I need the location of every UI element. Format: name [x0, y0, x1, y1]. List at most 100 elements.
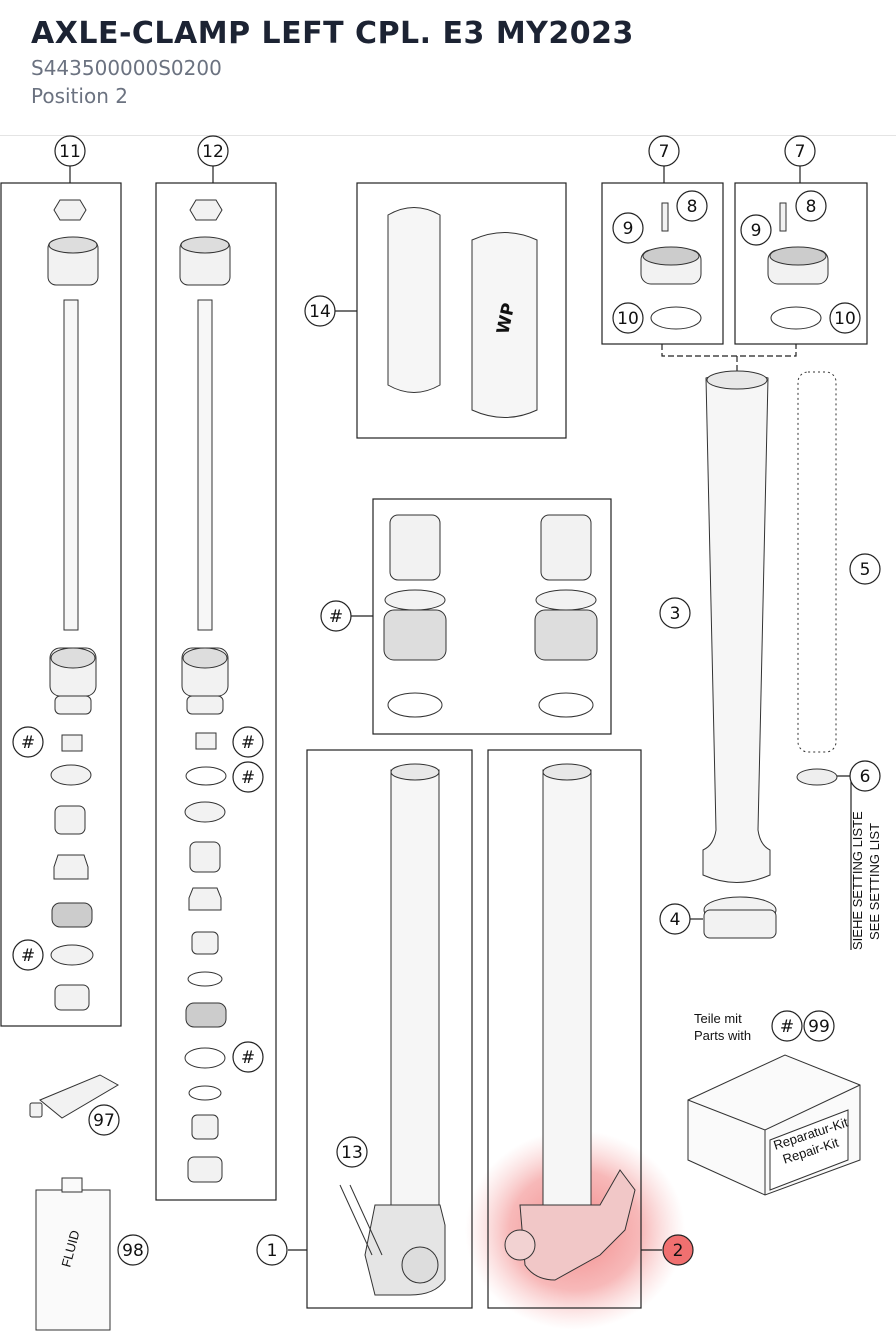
- callout-circle: [256, 1234, 288, 1266]
- callout-label: 14: [309, 302, 331, 322]
- callout-c10a[interactable]: 10: [612, 302, 644, 334]
- setting-note-en: SEE SETTING LIST: [867, 823, 882, 940]
- callout-c6[interactable]: 6: [849, 760, 881, 792]
- callout-c5[interactable]: 5: [849, 553, 881, 585]
- callout-label: 12: [202, 142, 224, 162]
- frame-cartridge-12: [155, 182, 277, 1201]
- page-title: AXLE-CLAMP LEFT CPL. E3 MY2023: [31, 16, 634, 51]
- callout-c98[interactable]: 98: [117, 1234, 149, 1266]
- callout-circle: [197, 135, 229, 167]
- axle-clamp-1: [364, 763, 446, 1296]
- callout-circle: [795, 190, 827, 222]
- callout-c1[interactable]: 1: [256, 1234, 288, 1266]
- callout-label: 3: [670, 604, 681, 624]
- callout-circle: [232, 1041, 264, 1073]
- callout-c4[interactable]: 4: [659, 903, 691, 935]
- callout-label: #: [21, 733, 35, 753]
- callout-label: #: [329, 607, 343, 627]
- kit-note-de: Teile mit: [694, 1011, 742, 1026]
- setting-note-de: SIEHE SETTING LISTE: [850, 811, 865, 950]
- callout-c8b[interactable]: 8: [795, 190, 827, 222]
- position-label: Position 2: [31, 84, 128, 108]
- callout-h7[interactable]: #: [771, 1010, 803, 1042]
- callout-circle: [88, 1104, 120, 1136]
- callout-circle: [829, 302, 861, 334]
- callout-h3[interactable]: #: [232, 761, 264, 793]
- callout-circle: [784, 135, 816, 167]
- callout-label: 1: [267, 1241, 278, 1261]
- bushings-parts: [383, 514, 598, 718]
- callout-circle: [676, 190, 708, 222]
- callout-circle: [117, 1234, 149, 1266]
- callout-label: 9: [751, 221, 762, 241]
- callout-circle: [336, 1136, 368, 1168]
- frame-cap-7-right: [734, 182, 868, 345]
- callout-c14[interactable]: 14: [304, 295, 336, 327]
- cap-connector: [661, 344, 797, 357]
- callout-circle: [54, 135, 86, 167]
- callout-circle: [232, 726, 264, 758]
- callout-circle: [12, 726, 44, 758]
- callout-circle: [803, 1010, 835, 1042]
- callout-c12[interactable]: 12: [197, 135, 229, 167]
- callout-label: 8: [806, 197, 817, 217]
- callout-circle: [648, 135, 680, 167]
- callout-label: 10: [834, 309, 856, 329]
- callout-circle: [12, 939, 44, 971]
- callout-circle: [232, 761, 264, 793]
- callout-circle: [849, 760, 881, 792]
- callout-label: 9: [623, 219, 634, 239]
- repair-kit-box: [687, 1054, 861, 1196]
- callout-label: #: [241, 733, 255, 753]
- callout-circle: [659, 903, 691, 935]
- callout-label: 5: [860, 560, 871, 580]
- callout-c9a[interactable]: 9: [612, 212, 644, 244]
- callout-c10b[interactable]: 10: [829, 302, 861, 334]
- callout-circle: [304, 295, 336, 327]
- callout-label: #: [21, 946, 35, 966]
- callout-c99[interactable]: 99: [803, 1010, 835, 1042]
- callout-label: 8: [687, 197, 698, 217]
- callout-c7b[interactable]: 7: [784, 135, 816, 167]
- grease-tube-97: [29, 1074, 120, 1119]
- fork-caps-7: [640, 202, 829, 330]
- kit-note-en: Parts with: [694, 1028, 751, 1043]
- callout-h6[interactable]: #: [320, 600, 352, 632]
- callout-circle: [740, 214, 772, 246]
- outer-tube-3: [702, 370, 771, 883]
- callout-h2[interactable]: #: [232, 726, 264, 758]
- callout-c97[interactable]: 97: [88, 1104, 120, 1136]
- callout-h4[interactable]: #: [12, 939, 44, 971]
- frame-axle-1: [306, 749, 473, 1309]
- callout-circle: [612, 212, 644, 244]
- callout-label: 97: [93, 1111, 115, 1131]
- callout-c13[interactable]: 13: [336, 1136, 368, 1168]
- bolts-13: [339, 1184, 383, 1256]
- callout-label: #: [241, 1048, 255, 1068]
- callout-label: #: [780, 1017, 794, 1037]
- frame-axle-2: [487, 749, 642, 1309]
- callout-c9b[interactable]: 9: [740, 214, 772, 246]
- cartridge-12-parts: [179, 199, 231, 1183]
- part-4-ring: [703, 896, 777, 939]
- callout-c8a[interactable]: 8: [676, 190, 708, 222]
- callout-label: 4: [670, 910, 681, 930]
- callout-label: 7: [795, 142, 806, 162]
- axle-clamp-2: [504, 763, 636, 1281]
- page-header: AXLE-CLAMP LEFT CPL. E3 MY2023 S44350000…: [0, 0, 896, 136]
- callout-c2[interactable]: 2: [662, 1234, 694, 1266]
- callout-c11[interactable]: 11: [54, 135, 86, 167]
- cartridge-11-parts: [47, 199, 99, 1011]
- callout-label: 13: [341, 1143, 363, 1163]
- callout-c7a[interactable]: 7: [648, 135, 680, 167]
- part-number: S443500000S0200: [31, 56, 222, 80]
- spring-5: [797, 371, 837, 753]
- callout-c3[interactable]: 3: [659, 597, 691, 629]
- callout-h1[interactable]: #: [12, 726, 44, 758]
- callout-h5[interactable]: #: [232, 1041, 264, 1073]
- callout-circle: [320, 600, 352, 632]
- fork-guards-14: [387, 207, 538, 418]
- callout-circle: [849, 553, 881, 585]
- fluid-can-98: [35, 1177, 111, 1331]
